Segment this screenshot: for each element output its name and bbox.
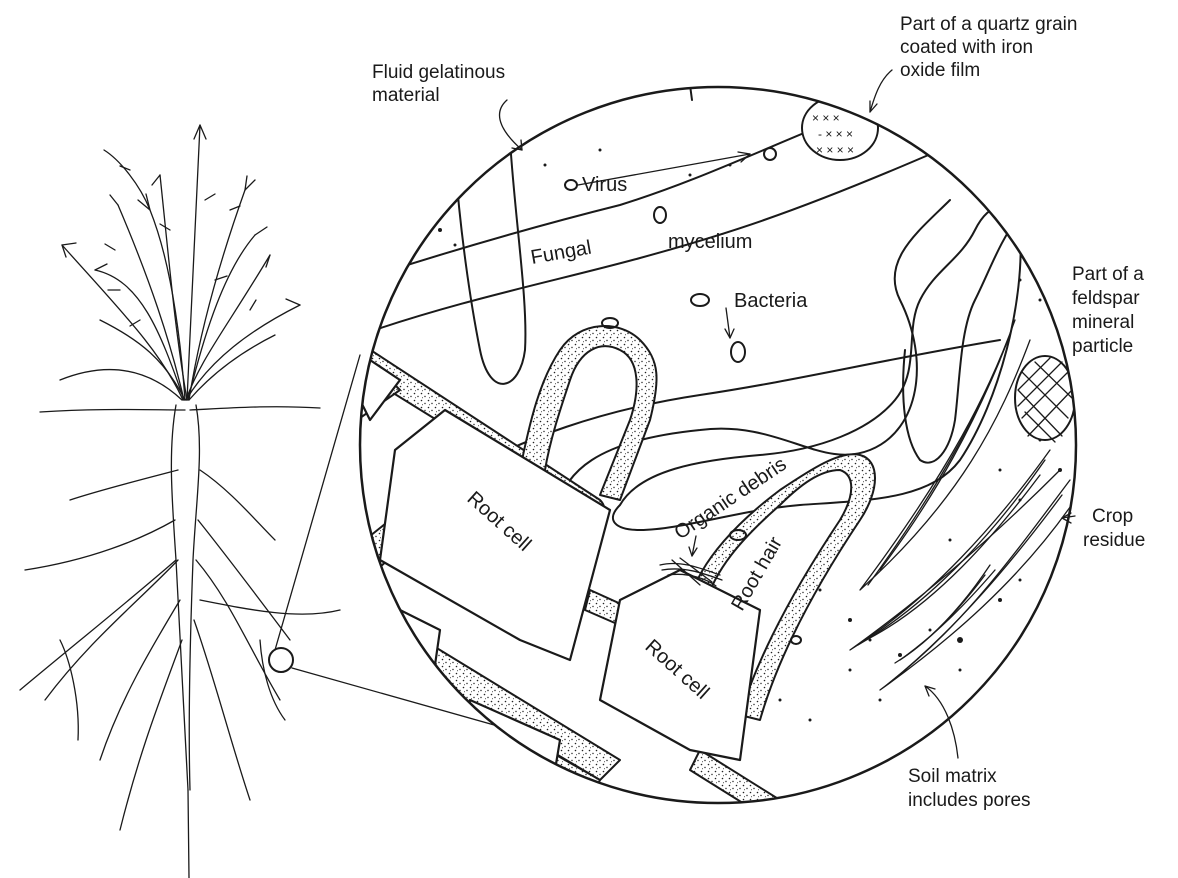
quartz-grain: × × × - × × × × × × ×: [802, 96, 878, 160]
magnification-spot: [269, 648, 293, 672]
label-crop-residue-1: Crop: [1092, 506, 1133, 527]
label-feldspar-3: mineral: [1072, 312, 1134, 333]
label-feldspar-2: feldspar: [1072, 288, 1140, 309]
plant-shoots: [60, 125, 300, 400]
label-quartz-3: oxide film: [900, 60, 980, 81]
label-feldspar-1: Part of a: [1072, 264, 1144, 285]
label-feldspar-4: particle: [1072, 336, 1133, 357]
plant-roots: [20, 405, 340, 878]
label-quartz-1: Part of a quartz grain: [900, 14, 1077, 35]
label-fluid-gelatinous-1: Fluid gelatinous: [372, 62, 505, 83]
label-quartz-2: coated with iron: [900, 37, 1033, 58]
label-soil-matrix-2: includes pores: [908, 790, 1031, 811]
svg-text:- × × ×: - × × ×: [818, 127, 853, 141]
svg-text:× × × ×: × × × ×: [816, 143, 854, 157]
label-soil-matrix-1: Soil matrix: [908, 766, 997, 787]
label-virus: Virus: [582, 174, 627, 196]
label-fluid-gelatinous-2: material: [372, 85, 440, 106]
zoom-line-top: [275, 355, 360, 650]
feldspar-particle: [1015, 356, 1075, 442]
svg-text:× × ×: × × ×: [812, 111, 840, 125]
label-bacteria: Bacteria: [734, 290, 808, 312]
label-crop-residue-2: residue: [1083, 530, 1145, 551]
label-mycelium: mycelium: [668, 231, 752, 253]
